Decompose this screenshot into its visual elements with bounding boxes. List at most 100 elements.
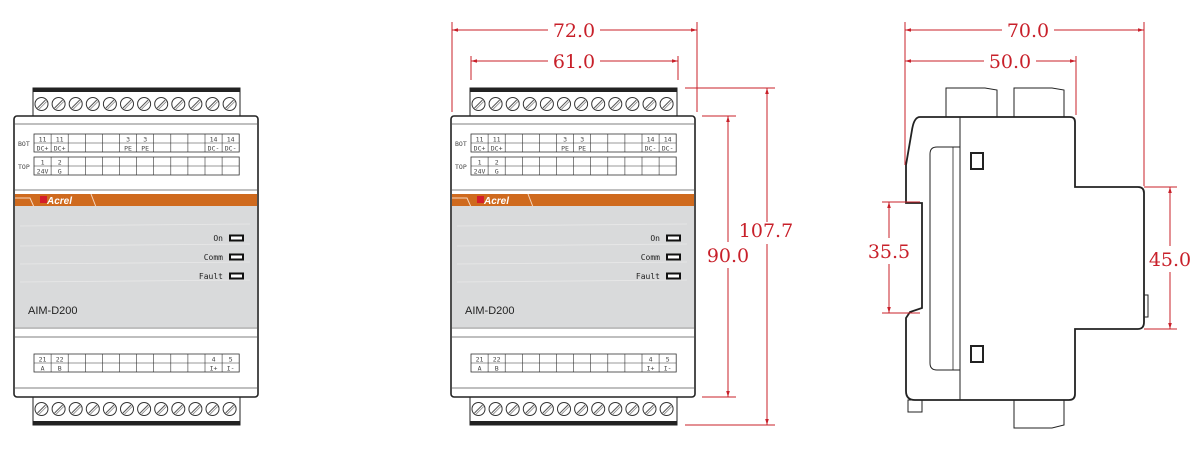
terminal-screw-icon	[591, 402, 606, 416]
terminal-number: 22	[56, 356, 64, 364]
bottom-terminal-strip	[469, 396, 678, 426]
side-view	[905, 87, 1149, 429]
terminal-screw-icon	[591, 97, 606, 111]
dim-body-height: 90.0	[707, 245, 749, 267]
indicator-label-comm: Comm	[204, 253, 223, 262]
terminal-number: 14	[210, 136, 218, 144]
terminal-number: 5	[229, 356, 233, 364]
indicator-label-on: On	[650, 234, 660, 243]
model-label: AIM-D200	[28, 305, 78, 317]
terminal-name: I+	[210, 365, 218, 373]
row-label-bot: BOT	[455, 140, 467, 148]
terminal-name: DC+	[474, 145, 486, 153]
terminal-number: 3	[126, 136, 130, 144]
terminal-screw-icon	[471, 97, 486, 111]
terminal-name: DC-	[225, 145, 237, 153]
terminal-screw-icon	[188, 402, 203, 416]
terminal-screw-icon	[488, 97, 503, 111]
terminal-number: 14	[647, 136, 655, 144]
terminal-screw-icon	[539, 402, 554, 416]
terminal-name: 24V	[37, 168, 49, 176]
terminal-screw-icon	[625, 402, 640, 416]
model-label: AIM-D200	[465, 305, 515, 317]
terminal-screw-icon	[642, 402, 657, 416]
terminal-name: A	[41, 365, 45, 373]
terminal-screw-icon	[539, 97, 554, 111]
row-label-top: TOP	[18, 163, 30, 171]
led-fault-icon	[666, 272, 681, 280]
terminal-name: B	[58, 365, 62, 373]
terminal-screw-icon	[505, 97, 520, 111]
terminal-name: B	[495, 365, 499, 373]
terminal-number: 2	[58, 159, 62, 167]
terminal-number: 14	[664, 136, 672, 144]
terminal-screw-icon	[102, 402, 117, 416]
indicator-label-comm: Comm	[641, 253, 660, 262]
terminal-screw-icon	[171, 402, 186, 416]
terminal-number: 11	[493, 136, 501, 144]
terminal-screw-icon	[85, 402, 100, 416]
terminal-name: PE	[124, 145, 132, 153]
acrel-logo-icon	[40, 196, 47, 203]
indicator-label-fault: Fault	[199, 272, 223, 281]
dim-terminal-width: 61.0	[553, 51, 595, 73]
brand-name: Acrel	[46, 196, 72, 207]
front-dimensions	[451, 22, 775, 426]
terminal-screw-icon	[522, 97, 537, 111]
terminal-number: 4	[649, 356, 653, 364]
terminal-name: PE	[561, 145, 569, 153]
terminal-screw-icon	[608, 97, 623, 111]
terminal-screw-icon	[154, 402, 169, 416]
terminal-screw-icon	[608, 402, 623, 416]
terminal-screw-icon	[51, 97, 66, 111]
terminal-screw-icon	[222, 402, 237, 416]
led-fault-icon	[229, 272, 244, 280]
terminal-number: 21	[476, 356, 484, 364]
terminal-name: DC-	[645, 145, 657, 153]
terminal-name: PE	[578, 145, 586, 153]
terminal-name: PE	[141, 145, 149, 153]
terminal-screw-icon	[574, 97, 589, 111]
front-panel	[452, 194, 694, 327]
terminal-screw-icon	[222, 97, 237, 111]
terminal-screw-icon	[120, 97, 134, 111]
indicator-label-on: On	[213, 234, 223, 243]
top-terminal-strip	[32, 87, 241, 117]
terminal-name: DC+	[491, 145, 503, 153]
front-panel	[15, 194, 257, 327]
terminal-screw-icon	[488, 402, 503, 416]
terminal-name: 24V	[474, 168, 486, 176]
dim-overall-width: 72.0	[553, 20, 595, 42]
bottom-terminal-strip	[32, 396, 241, 426]
terminal-screw-icon	[137, 402, 152, 416]
terminal-screw-icon	[68, 402, 83, 416]
terminal-screw-icon	[85, 97, 100, 111]
terminal-name: G	[58, 168, 62, 176]
terminal-number: 5	[666, 356, 670, 364]
terminal-number: 2	[495, 159, 499, 167]
terminal-screw-icon	[522, 402, 537, 416]
terminal-screw-icon	[171, 97, 186, 111]
terminal-number: 1	[41, 159, 45, 167]
terminal-number: 11	[39, 136, 47, 144]
dim-overall-depth: 70.0	[1007, 20, 1049, 42]
terminal-number: 14	[227, 136, 235, 144]
terminal-name: A	[478, 365, 482, 373]
terminal-screw-icon	[642, 97, 657, 111]
terminal-screw-icon	[188, 97, 203, 111]
terminal-screw-icon	[557, 97, 571, 111]
led-comm-icon	[666, 253, 681, 261]
terminal-screw-icon	[659, 97, 674, 111]
indicator-label-fault: Fault	[636, 272, 660, 281]
brand-band	[15, 194, 257, 206]
terminal-name: DC-	[662, 145, 674, 153]
brand-band	[452, 194, 694, 206]
side-dimensions	[882, 22, 1177, 330]
terminal-name: I+	[647, 365, 655, 373]
terminal-number: 21	[39, 356, 47, 364]
